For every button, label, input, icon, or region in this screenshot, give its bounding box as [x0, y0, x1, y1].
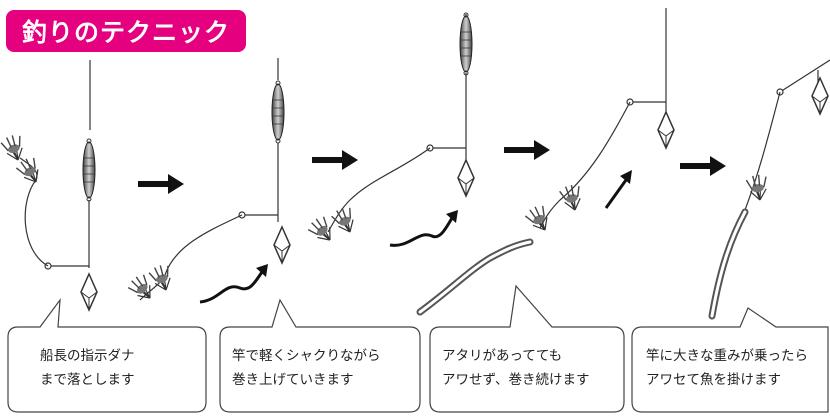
caption-1: 船長の指示ダナ まで落とします — [40, 344, 135, 392]
arrow-right-icon — [680, 156, 726, 176]
caption-bubble-1 — [7, 297, 207, 413]
panel-2-rig — [125, 58, 291, 306]
caption-2-line-2: 巻き上げていきます — [232, 372, 354, 388]
caption-3-line-1: アタリがあってても — [442, 348, 563, 364]
caption-4-line-1: 竿に大きな重みが乗ったら — [646, 348, 808, 364]
caption-1-line-1: 船長の指示ダナ — [40, 348, 135, 364]
arrow-right-icon — [138, 174, 184, 194]
title-badge: 釣りのテクニック — [6, 10, 246, 52]
caption-4-line-2: アワセて魚を掛けます — [646, 372, 781, 388]
caption-bubble-2 — [219, 298, 421, 413]
caption-2-line-1: 竿で軽くシャクりながら — [232, 348, 381, 364]
caption-3-line-2: アワせず、巻き続けます — [442, 372, 590, 388]
panel-5-rig — [708, 59, 830, 320]
caption-2: 竿で軽くシャクりながら 巻き上げていきます — [232, 344, 381, 392]
caption-bubble-3 — [429, 284, 625, 413]
caption-4: 竿に大きな重みが乗ったら アワセて魚を掛けます — [646, 344, 808, 392]
arrow-right-icon — [504, 140, 550, 160]
page-title: 釣りのテクニック — [21, 18, 230, 47]
caption-3: アタリがあってても アワせず、巻き続けます — [442, 344, 590, 392]
caption-bubble-4 — [631, 307, 829, 413]
panel-1-rig — [0, 60, 98, 311]
panel-3-rig — [305, 12, 475, 248]
caption-1-line-2: まで落とします — [40, 372, 135, 388]
arrow-right-icon — [312, 150, 358, 170]
panel-4-rig — [416, 8, 675, 316]
